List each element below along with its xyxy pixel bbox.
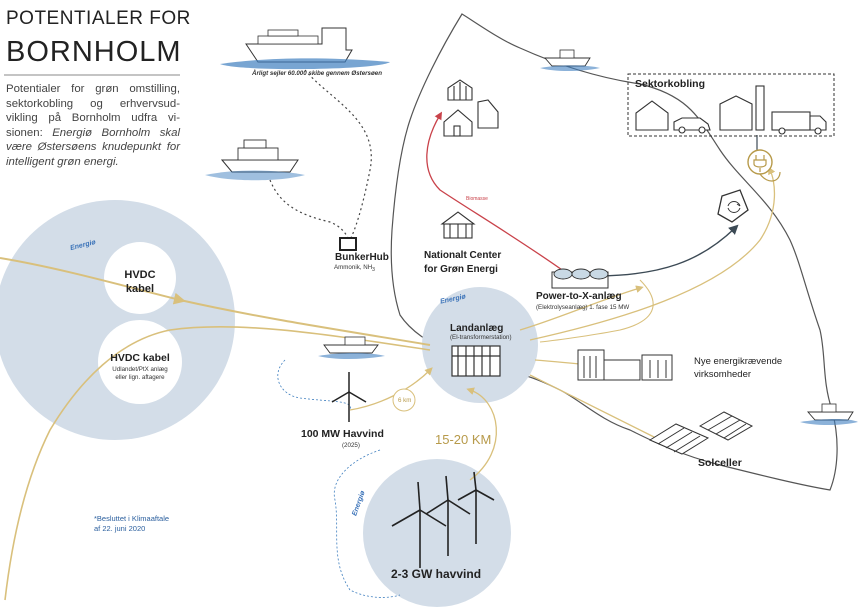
energy-line-west bbox=[0, 257, 431, 346]
ships-caption: Årligt sejler 60.000 skibe gennem Østers… bbox=[252, 70, 382, 77]
sektorkobling-label: Sektorkobling bbox=[635, 78, 706, 90]
landanlaeg-label: Landanlæg bbox=[450, 323, 504, 334]
bunkerhub-sub-text: Ammonik, NH bbox=[334, 264, 373, 271]
bunkerhub-sub-index: 3 bbox=[372, 267, 375, 274]
wind-turbines-gw-icon bbox=[391, 471, 495, 568]
house-icon bbox=[443, 109, 473, 137]
hvdc-bottom-label: HVDC kabel bbox=[110, 352, 170, 364]
cargo-ship-icon bbox=[220, 27, 390, 70]
bunker-dotted-1 bbox=[304, 69, 372, 241]
national-center-label: Nationalt Center for Grøn Energi bbox=[424, 249, 501, 277]
charger-plug-icon bbox=[747, 149, 781, 182]
energy-line-ptx-up bbox=[539, 279, 654, 343]
havvind-100mw-label: 100 MW Havvind bbox=[301, 428, 384, 440]
converter-icon bbox=[717, 189, 749, 223]
transformer-station-icon bbox=[451, 345, 501, 377]
hvdc-top-line2: kabel bbox=[125, 283, 155, 295]
sektorkobling-box bbox=[627, 73, 835, 137]
companies-line2: virksomheder bbox=[694, 369, 752, 380]
energy-line-hvdc2 bbox=[4, 325, 431, 601]
hvdc-node-top bbox=[104, 242, 176, 314]
page-title-line1: POTENTIALER FOR bbox=[6, 8, 191, 29]
gw-havvind-label: 2-3 GW havvind bbox=[391, 567, 482, 581]
truck-icon bbox=[771, 111, 827, 135]
landanlaeg-sub: (El-transformerstation) bbox=[450, 334, 512, 341]
biomasse-label: Biomasse bbox=[466, 196, 488, 202]
bunkerhub-label: BunkerHub bbox=[335, 252, 389, 263]
energy-line-gw bbox=[466, 387, 497, 481]
ptx-to-sektor-line bbox=[599, 224, 739, 277]
havvind-100mw-year: (2025) bbox=[342, 442, 360, 449]
footnote-line2: af 22. juni 2020 bbox=[94, 524, 146, 533]
hvdc-top-label: HVDC kabel bbox=[117, 268, 163, 296]
water-dashed-1 bbox=[277, 359, 351, 411]
sektor-house-icon bbox=[635, 100, 669, 131]
landanlaeg-circle bbox=[422, 287, 538, 403]
national-center-icon bbox=[440, 211, 476, 239]
bunker-dotted-2 bbox=[269, 179, 349, 239]
energy-line-sektor bbox=[529, 166, 776, 341]
biomass-line bbox=[426, 111, 566, 273]
solar-panels-icon bbox=[648, 411, 754, 455]
ptx-label: Power-to-X-anlæg bbox=[536, 291, 622, 302]
service-vessel-icon bbox=[318, 336, 385, 359]
factory-icon bbox=[719, 85, 765, 131]
energy-line-ptx bbox=[519, 285, 644, 331]
water-dashed-2 bbox=[333, 449, 401, 598]
wind-turbine-100mw-icon bbox=[331, 372, 367, 422]
ptx-sub: (Elektrolyseanlæg) 1. fase 15 MW bbox=[536, 304, 630, 311]
car-icon bbox=[673, 117, 711, 134]
national-center-line2: for Grøn Energi bbox=[424, 264, 498, 275]
bunkerhub-sub: Ammonik, NH3 bbox=[334, 264, 375, 273]
page-title-line2: BORNHOLM bbox=[6, 36, 182, 68]
hvdc-bottom-sub2: eller lign. aftagere bbox=[115, 374, 165, 381]
small-boat-icon-right bbox=[800, 403, 858, 425]
national-center-line1: Nationalt Center bbox=[424, 250, 502, 261]
footnote-line1: *Besluttet i Klimaaftale bbox=[94, 514, 170, 523]
intro-text: Potentialer for grøn omstilling, sektork… bbox=[6, 82, 180, 170]
intro-plain: Potentialer for grøn omstilling, sektork… bbox=[6, 83, 180, 139]
hvdc-node-bottom bbox=[98, 320, 182, 404]
distance-6km-badge bbox=[392, 388, 416, 412]
distance-6km-label: 6 km bbox=[398, 397, 412, 404]
greenhouse-icon bbox=[447, 79, 473, 101]
small-boat-icon-top bbox=[540, 49, 600, 71]
solceller-label: Solceller bbox=[698, 457, 742, 469]
companies-buildings-icon bbox=[577, 349, 673, 381]
intro-vision: Energiø Bornholm skal være Østersøens kn… bbox=[6, 126, 180, 168]
footnote-label: *Besluttet i Klimaaftale af 22. juni 202… bbox=[94, 514, 169, 534]
hvdc-bottom-sub: Udlandet/PtX anlæg eller lign. aftagere bbox=[98, 366, 182, 382]
building-icon bbox=[477, 99, 499, 129]
hvdc-cable-circle-bg bbox=[0, 200, 235, 440]
hvdc-top-line1: HVDC bbox=[124, 269, 156, 281]
energy-line-100mw bbox=[349, 367, 433, 411]
companies-label: Nye energikrævende virksomheder bbox=[694, 355, 782, 381]
distance-15-20km-label: 15-20 KM bbox=[435, 432, 492, 447]
hvdc-bottom-sub1: Udlandet/PtX anlæg bbox=[112, 366, 168, 373]
companies-line1: Nye energikrævende bbox=[694, 356, 783, 367]
island-outline bbox=[390, 13, 838, 491]
gw-havvind-circle bbox=[363, 459, 511, 607]
energy-line-solar bbox=[529, 374, 661, 441]
ptx-plant-icon bbox=[551, 268, 609, 289]
bunkerhub-icon bbox=[339, 237, 357, 251]
ferry-ship-icon bbox=[205, 139, 305, 181]
